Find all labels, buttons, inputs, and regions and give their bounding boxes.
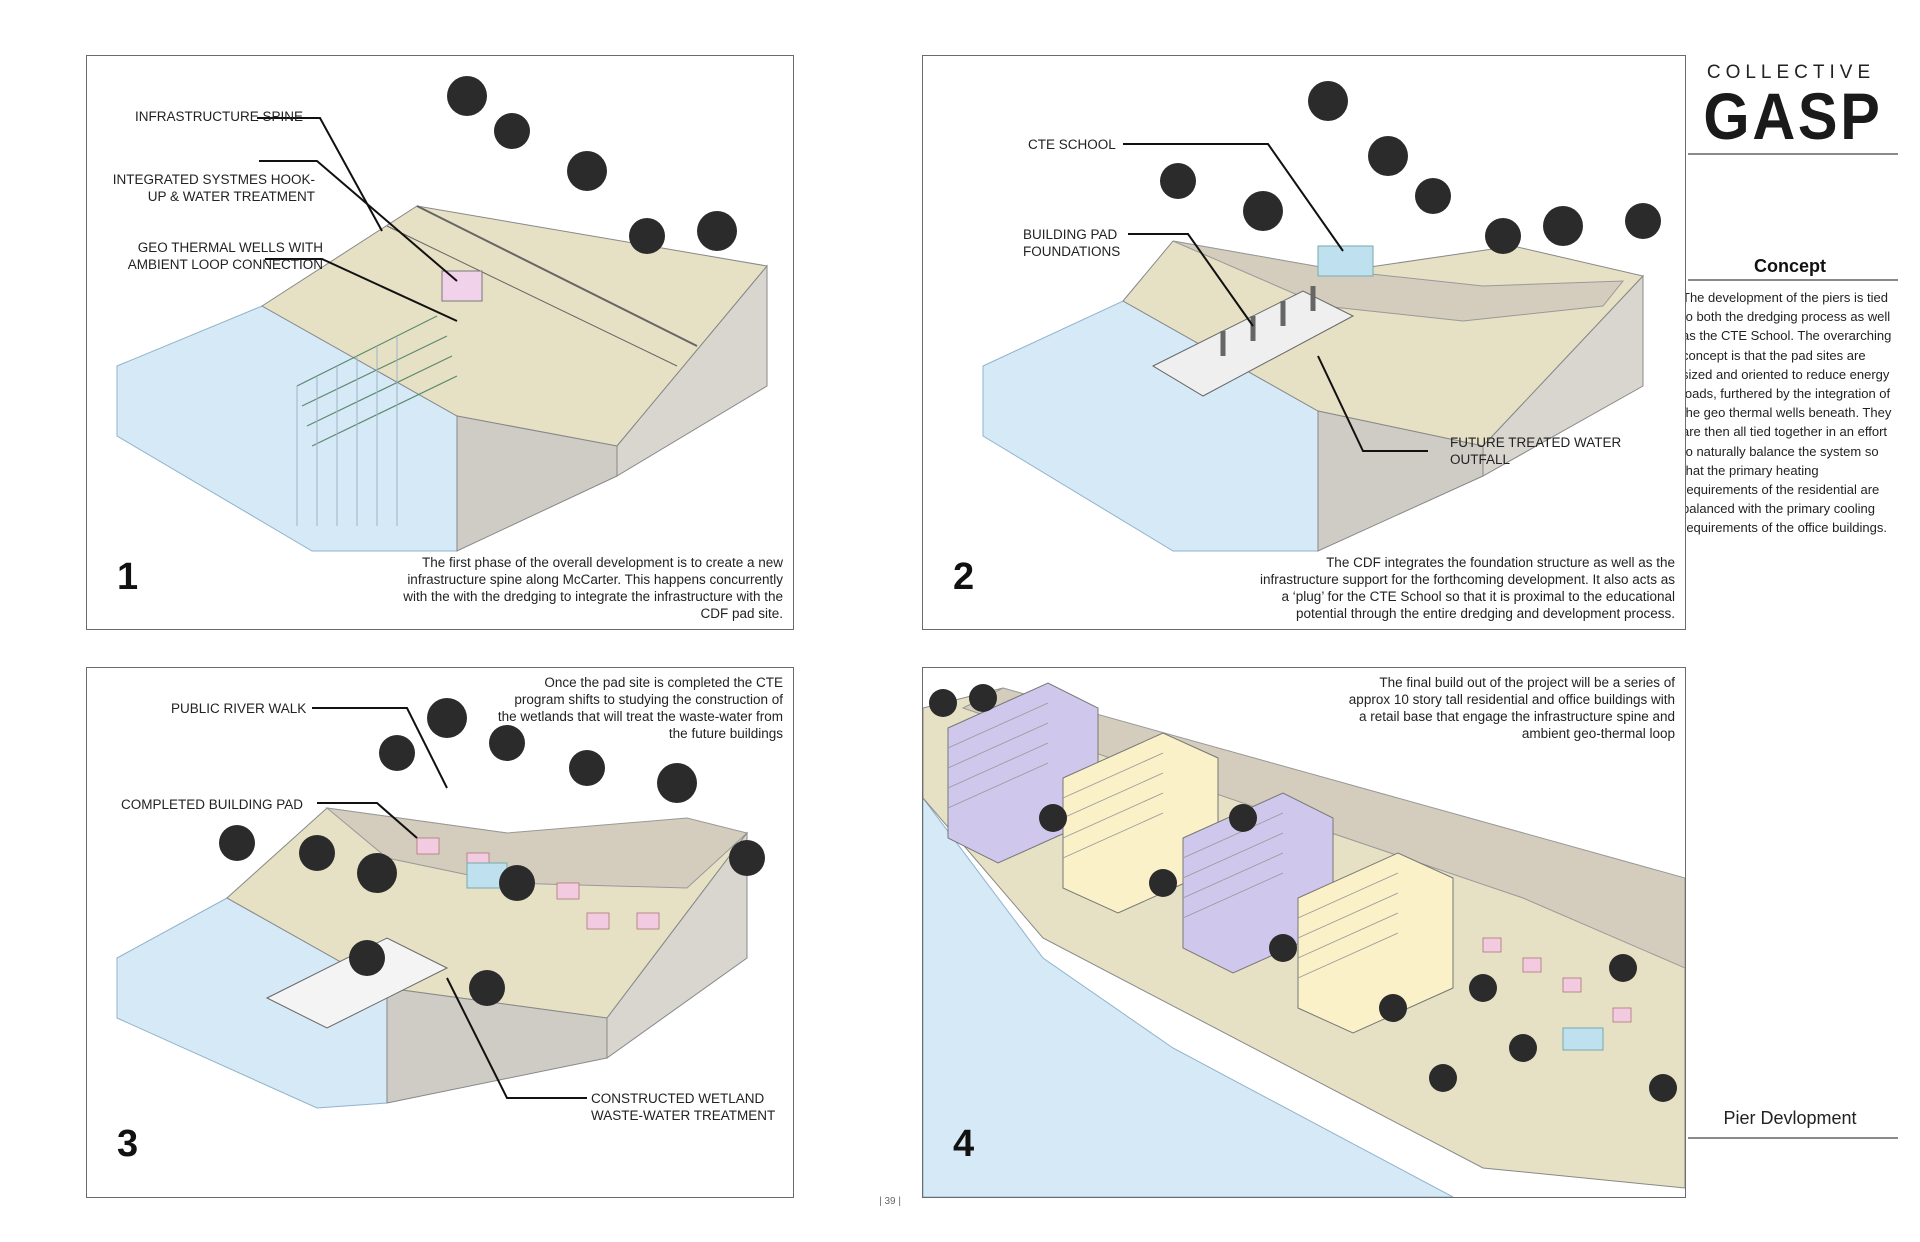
label-cte-school: CTE SCHOOL bbox=[1028, 137, 1116, 152]
panel-2-caption-line-3: a ‘plug’ for the CTE School so that it i… bbox=[1281, 589, 1675, 604]
panel-3: PUBLIC RIVER WALK COMPLETED BUILDING PAD… bbox=[86, 667, 794, 1198]
brand-top: COLLECTIVE bbox=[1706, 62, 1876, 83]
label-constructed-wetland-1: CONSTRUCTED WETLAND bbox=[591, 1091, 765, 1106]
panel-4: 4 The final build out of the project wil… bbox=[922, 667, 1686, 1198]
panel-2-caption-line-2: infrastructure support for the forthcomi… bbox=[1260, 572, 1675, 587]
panel-2-caption-line-1: The CDF integrates the foundation struct… bbox=[1326, 555, 1675, 570]
concept-heading: Concept bbox=[1754, 256, 1826, 276]
panel-3-caption-line-3: the wetlands that will treat the waste-w… bbox=[497, 709, 783, 724]
section-title: Pier Devlopment bbox=[1723, 1108, 1857, 1128]
panel-1-caption-line-3: with the with the dredging to integrate … bbox=[403, 589, 783, 604]
label-outfall-1: FUTURE TREATED WATER bbox=[1450, 435, 1622, 450]
panel-3-caption-line-1: Once the pad site is completed the CTE bbox=[544, 675, 783, 690]
panel-4-caption-line-4: ambient geo-thermal loop bbox=[1521, 726, 1675, 741]
label-geothermal-1: GEO THERMAL WELLS WITH bbox=[137, 240, 323, 255]
label-public-river-walk: PUBLIC RIVER WALK bbox=[171, 701, 307, 716]
label-building-pad-1: BUILDING PAD bbox=[1023, 227, 1118, 242]
label-outfall-2: OUTFALL bbox=[1450, 452, 1511, 467]
panel-2-caption-line-4: potential through the entire dredging an… bbox=[1295, 606, 1675, 621]
panel-4-axonometric bbox=[923, 682, 1685, 1197]
section-title-rule bbox=[1688, 1137, 1898, 1139]
panel-3-number: 3 bbox=[117, 1123, 139, 1165]
panel-4-caption-line-3: a retail base that engage the infrastruc… bbox=[1359, 709, 1675, 724]
panel-1-number: 1 bbox=[117, 556, 139, 598]
panel-2-axonometric bbox=[982, 81, 1661, 552]
label-completed-building-pad: COMPLETED BUILDING PAD bbox=[121, 797, 304, 812]
panel-4-number: 4 bbox=[953, 1123, 975, 1165]
label-constructed-wetland-2: WASTE-WATER TREATMENT bbox=[591, 1108, 776, 1123]
label-infrastructure-spine: INFRASTRUCTURE SPINE bbox=[135, 109, 304, 124]
label-integrated-systems-2: UP & WATER TREATMENT bbox=[147, 189, 315, 204]
label-building-pad-2: FOUNDATIONS bbox=[1023, 244, 1121, 259]
panel-1-axonometric bbox=[116, 76, 768, 552]
panel-1-caption-line-2: infrastructure spine along McCarter. Thi… bbox=[407, 572, 783, 587]
label-integrated-systems-1: INTEGRATED SYSTMES HOOK- bbox=[112, 172, 315, 187]
panel-3-caption-line-4: the future buildings bbox=[668, 726, 783, 741]
panel-1-caption-line-1: The first phase of the overall developme… bbox=[422, 555, 783, 570]
panel-3-axonometric bbox=[116, 698, 765, 1109]
panel-3-caption-line-2: program shifts to studying the construct… bbox=[514, 692, 783, 707]
page-number: | 39 | bbox=[879, 1196, 901, 1207]
panel-2: CTE SCHOOL BUILDING PAD FOUNDATIONS FUTU… bbox=[922, 55, 1686, 630]
panel-1-caption-line-4: CDF pad site. bbox=[700, 606, 783, 621]
concept-body: The development of the piers is tied to … bbox=[1682, 290, 1892, 536]
brand-logo: GASP bbox=[1703, 79, 1883, 153]
panel-4-caption-line-2: approx 10 story tall residential and off… bbox=[1348, 692, 1675, 707]
panel-1: INFRASTRUCTURE SPINE INTEGRATED SYSTMES … bbox=[86, 55, 794, 630]
brand-rule bbox=[1688, 153, 1898, 155]
panel-2-number: 2 bbox=[953, 556, 975, 598]
panel-4-caption-line-1: The final build out of the project will … bbox=[1379, 675, 1675, 690]
concept-rule bbox=[1688, 279, 1898, 281]
label-geothermal-2: AMBIENT LOOP CONNECTION bbox=[127, 257, 323, 272]
